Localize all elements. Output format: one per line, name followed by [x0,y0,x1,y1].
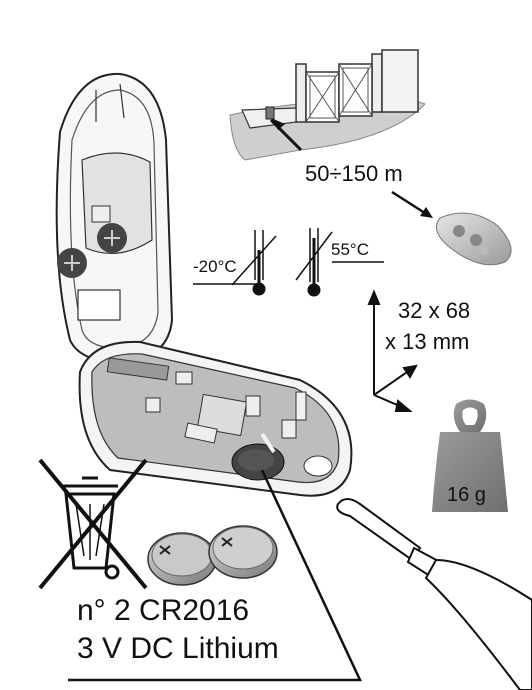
weight-label: 16 g [447,484,486,506]
thermometer-icon [193,228,384,297]
range-label: 50÷150 m [305,161,403,186]
weee-bin-icon [38,458,148,590]
weight-icon [432,399,508,512]
battery-label-line1: n° 2 CR2016 [77,594,250,627]
dimensions-label-line2: x 13 mm [385,329,470,354]
temperature-min-label: -20°C [193,257,237,276]
dimensions-label-line1: 32 x 68 [398,298,471,323]
leader-line [68,469,362,682]
remote-icon [391,190,512,266]
temperature-max-label: 55°C [331,240,369,259]
gate-icon [229,49,426,161]
remote-cover [55,72,174,364]
screwdriver-icon [336,498,532,690]
axes-icon [367,289,418,412]
remote-base [78,340,353,497]
battery-label-line2: 3 V DC Lithium [77,632,279,665]
coin-battery-icon [147,525,278,586]
